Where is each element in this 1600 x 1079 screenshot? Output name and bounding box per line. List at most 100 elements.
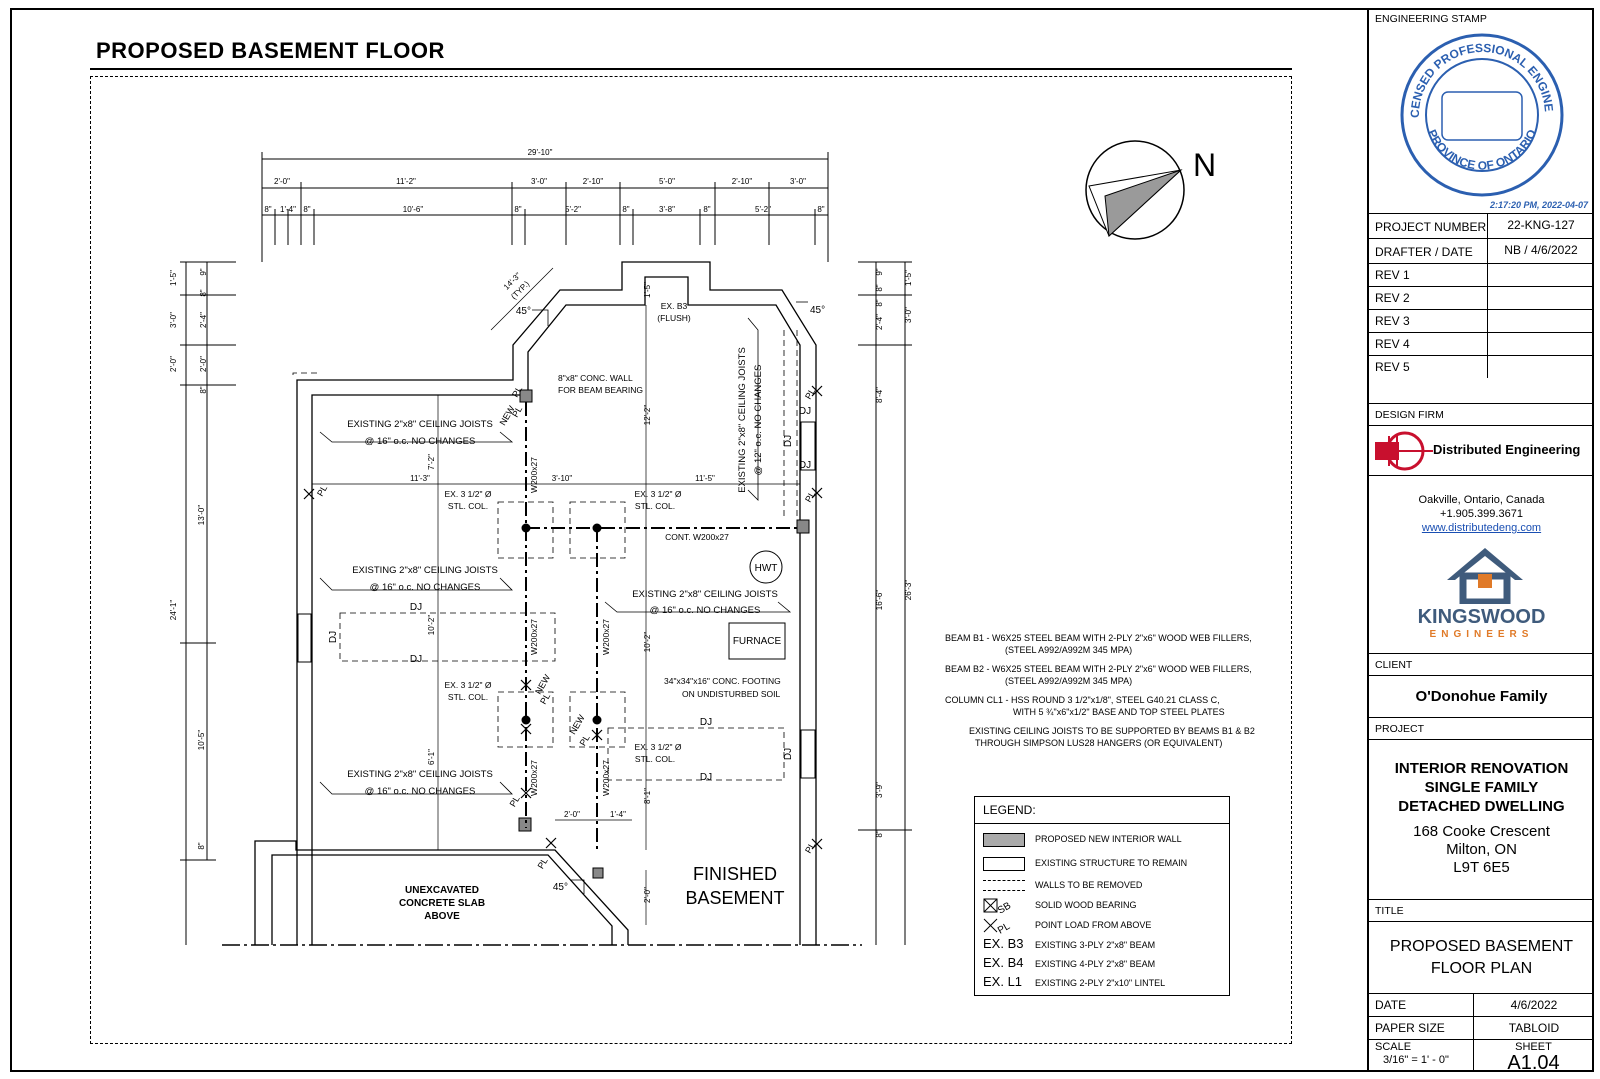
north-arrow: N [1085, 140, 1216, 240]
note-b2-line2: (STEEL A992/A992M 345 MPA) [1005, 676, 1133, 686]
north-label: N [1193, 147, 1216, 183]
interior-dims [312, 267, 800, 925]
dim-int-8-1: 8'-1" [643, 788, 652, 804]
angle-45-c: 45° [553, 882, 568, 893]
dim-r3-4: 8" [514, 205, 521, 214]
dim-top-3-0: 3'-0" [531, 177, 547, 186]
kingswood-name: KINGSWOOD [1417, 606, 1546, 628]
dim-right-in-8-4: 8'-4" [875, 387, 884, 403]
row-rev4: REV 4 [1369, 332, 1594, 355]
dim-r3-9: 5'-2" [755, 205, 771, 214]
note-cl1-line2: WITH 5 ¾"x6"x1/2" BASE AND TOP STEEL PLA… [1013, 707, 1225, 717]
note-beam-b2: BEAM B2 - W6X25 STEEL BEAM WITH 2-PLY 2"… [945, 663, 1305, 687]
dj-4: DJ [700, 717, 712, 728]
unexcavated-3: ABOVE [424, 911, 460, 922]
row-drafter: DRAFTER / DATE NB / 4/6/2022 [1369, 238, 1594, 263]
dim-ticks-top [261, 152, 829, 262]
row-rev5: REV 5 [1369, 355, 1594, 378]
legend-text-new-wall: PROPOSED NEW INTERIOR WALL [1035, 834, 1182, 844]
dim-left-13-0: 13'-0" [197, 505, 206, 526]
row-client: O'Donohue Family [1369, 675, 1594, 717]
solid-bearing-blocks [518, 389, 810, 879]
dj-8: DJ [799, 460, 811, 471]
cont-beam-label: CONT. W200x27 [665, 532, 729, 542]
legend-symbol-pl: PL [983, 916, 1025, 937]
dim-r3-8: 8" [703, 205, 710, 214]
dim-top-2-0: 2'-0" [274, 177, 290, 186]
scale-value: 3/16" = 1' - 0" [1383, 1054, 1449, 1066]
pl-4: PL [803, 840, 817, 855]
legend-text-l1: EXISTING 2-PLY 2"x10" LINTEL [1035, 978, 1166, 988]
design-firm-label: DESIGN FIRM [1375, 409, 1444, 421]
firm-website-link[interactable]: www.distributedeng.com [1421, 522, 1542, 534]
joists-12-line1: EXISTING 2"x8" CEILING JOISTS [737, 347, 748, 493]
row-firm-contact: Oakville, Ontario, Canada +1.905.399.367… [1369, 475, 1594, 645]
sheet-title-line2: FLOOR PLAN [1430, 960, 1533, 977]
windows [297, 421, 816, 779]
dim-left-in-9: 9" [199, 268, 208, 275]
steel-columns [521, 523, 602, 725]
existing-walls [254, 261, 817, 945]
stamp-inner-ring [1425, 58, 1539, 172]
dim-right-in-8c: 8" [875, 830, 884, 837]
dim-r3-0: 8" [264, 205, 271, 214]
dj-3: DJ [328, 631, 339, 643]
title-block: ENGINEERING STAMP LICENSED PROFESSIONAL … [1367, 8, 1594, 1074]
joists-d-line2: @ 16" o.c. NO CHANGES [365, 786, 476, 797]
angle-45-a: 45° [516, 306, 531, 317]
dim-int-10-2b: 10'-2" [643, 632, 652, 653]
legend-item-pl: PL POINT LOAD FROM ABOVE [975, 916, 1229, 937]
pl-3: PL [803, 489, 817, 504]
joists-a-line2: @ 16" o.c. NO CHANGES [365, 436, 476, 447]
note-column-cl1: COLUMN CL1 - HSS ROUND 3 1/2"x1/8", STEE… [945, 694, 1305, 718]
row-design-firm-label: DESIGN FIRM [1369, 403, 1594, 425]
dim-right-in-16-6: 16'-6" [875, 590, 884, 611]
project-label: PROJECT [1375, 723, 1425, 735]
dim-int-12-2: 12'-2" [643, 405, 652, 426]
legend-symbol-open [983, 854, 1025, 874]
row-project-label: PROJECT [1369, 717, 1594, 739]
row-paper: PAPER SIZE TABLOID [1369, 1016, 1594, 1039]
note-b1-line2: (STEEL A992/A992M 345 MPA) [1005, 645, 1133, 655]
unexcavated-1: UNEXCAVATED [405, 885, 479, 896]
legend-item-new-wall: PROPOSED NEW INTERIOR WALL [975, 830, 1229, 850]
ex-b3-label: EX. B3 [661, 301, 688, 311]
dim-int-6-1: 6'-1" [427, 749, 436, 765]
paper-value: TABLOID [1473, 1017, 1594, 1039]
stl-col-2b: STL. COL. [635, 501, 675, 511]
dim-right-in-9: 9" [875, 268, 884, 275]
dim-right-out-26-3: 26'-3" [904, 580, 913, 601]
dim-r3-10: 8" [817, 205, 824, 214]
steel-beams [525, 402, 800, 850]
legend-sb-text: SB [996, 900, 1013, 916]
row-firm-logo: Distributed Engineering [1369, 425, 1594, 475]
legend-symbol-sb: SB [983, 896, 1025, 917]
conc-wall-line2: FOR BEAM BEARING [558, 385, 643, 395]
joists-c-line1: EXISTING 2"x8" CEILING JOISTS [632, 589, 778, 600]
stl-col-1a: EX. 3 1/2" Ø [445, 489, 492, 499]
dj-1: DJ [410, 602, 422, 613]
stl-col-4a: EX. 3 1/2" Ø [635, 742, 682, 752]
legend-b4-symbol: EX. B4 [983, 955, 1024, 970]
legend-l1-symbol: EX. L1 [983, 974, 1023, 989]
joist-span-lines [319, 317, 792, 795]
legend-text-b3: EXISTING 3-PLY 2"x8" BEAM [1035, 940, 1156, 950]
note-hangers-line2: THROUGH SIMPSON LUS28 HANGERS (OR EQUIVA… [975, 738, 1223, 748]
legend-symbol-filled [983, 830, 1025, 850]
dim-int-2-0v: 2'-0" [643, 887, 652, 903]
dim-overall: 29'-10" [528, 148, 553, 157]
kingswood-sub: ENGINEERS [1429, 629, 1534, 640]
dim-top-2-10b: 2'-10" [732, 177, 753, 186]
legend-text-sb: SOLID WOOD BEARING [1035, 900, 1137, 910]
legend-text-pl: POINT LOAD FROM ABOVE [1035, 920, 1152, 930]
rev3-label: REV 3 [1375, 314, 1410, 328]
firm-phone: +1.905.399.3671 [1440, 508, 1523, 520]
firm-logo-icon [1375, 431, 1433, 471]
row-client-label: CLIENT [1369, 653, 1594, 675]
stl-col-2a: EX. 3 1/2" Ø [635, 489, 682, 499]
row-project: INTERIOR RENOVATION SINGLE FAMILY DETACH… [1369, 739, 1594, 899]
legend-b3-symbol: EX. B3 [983, 936, 1024, 951]
drafter-value: NB / 4/6/2022 [1487, 239, 1594, 263]
dj-5: DJ [700, 772, 712, 783]
w200-3: W200x27 [601, 619, 611, 655]
